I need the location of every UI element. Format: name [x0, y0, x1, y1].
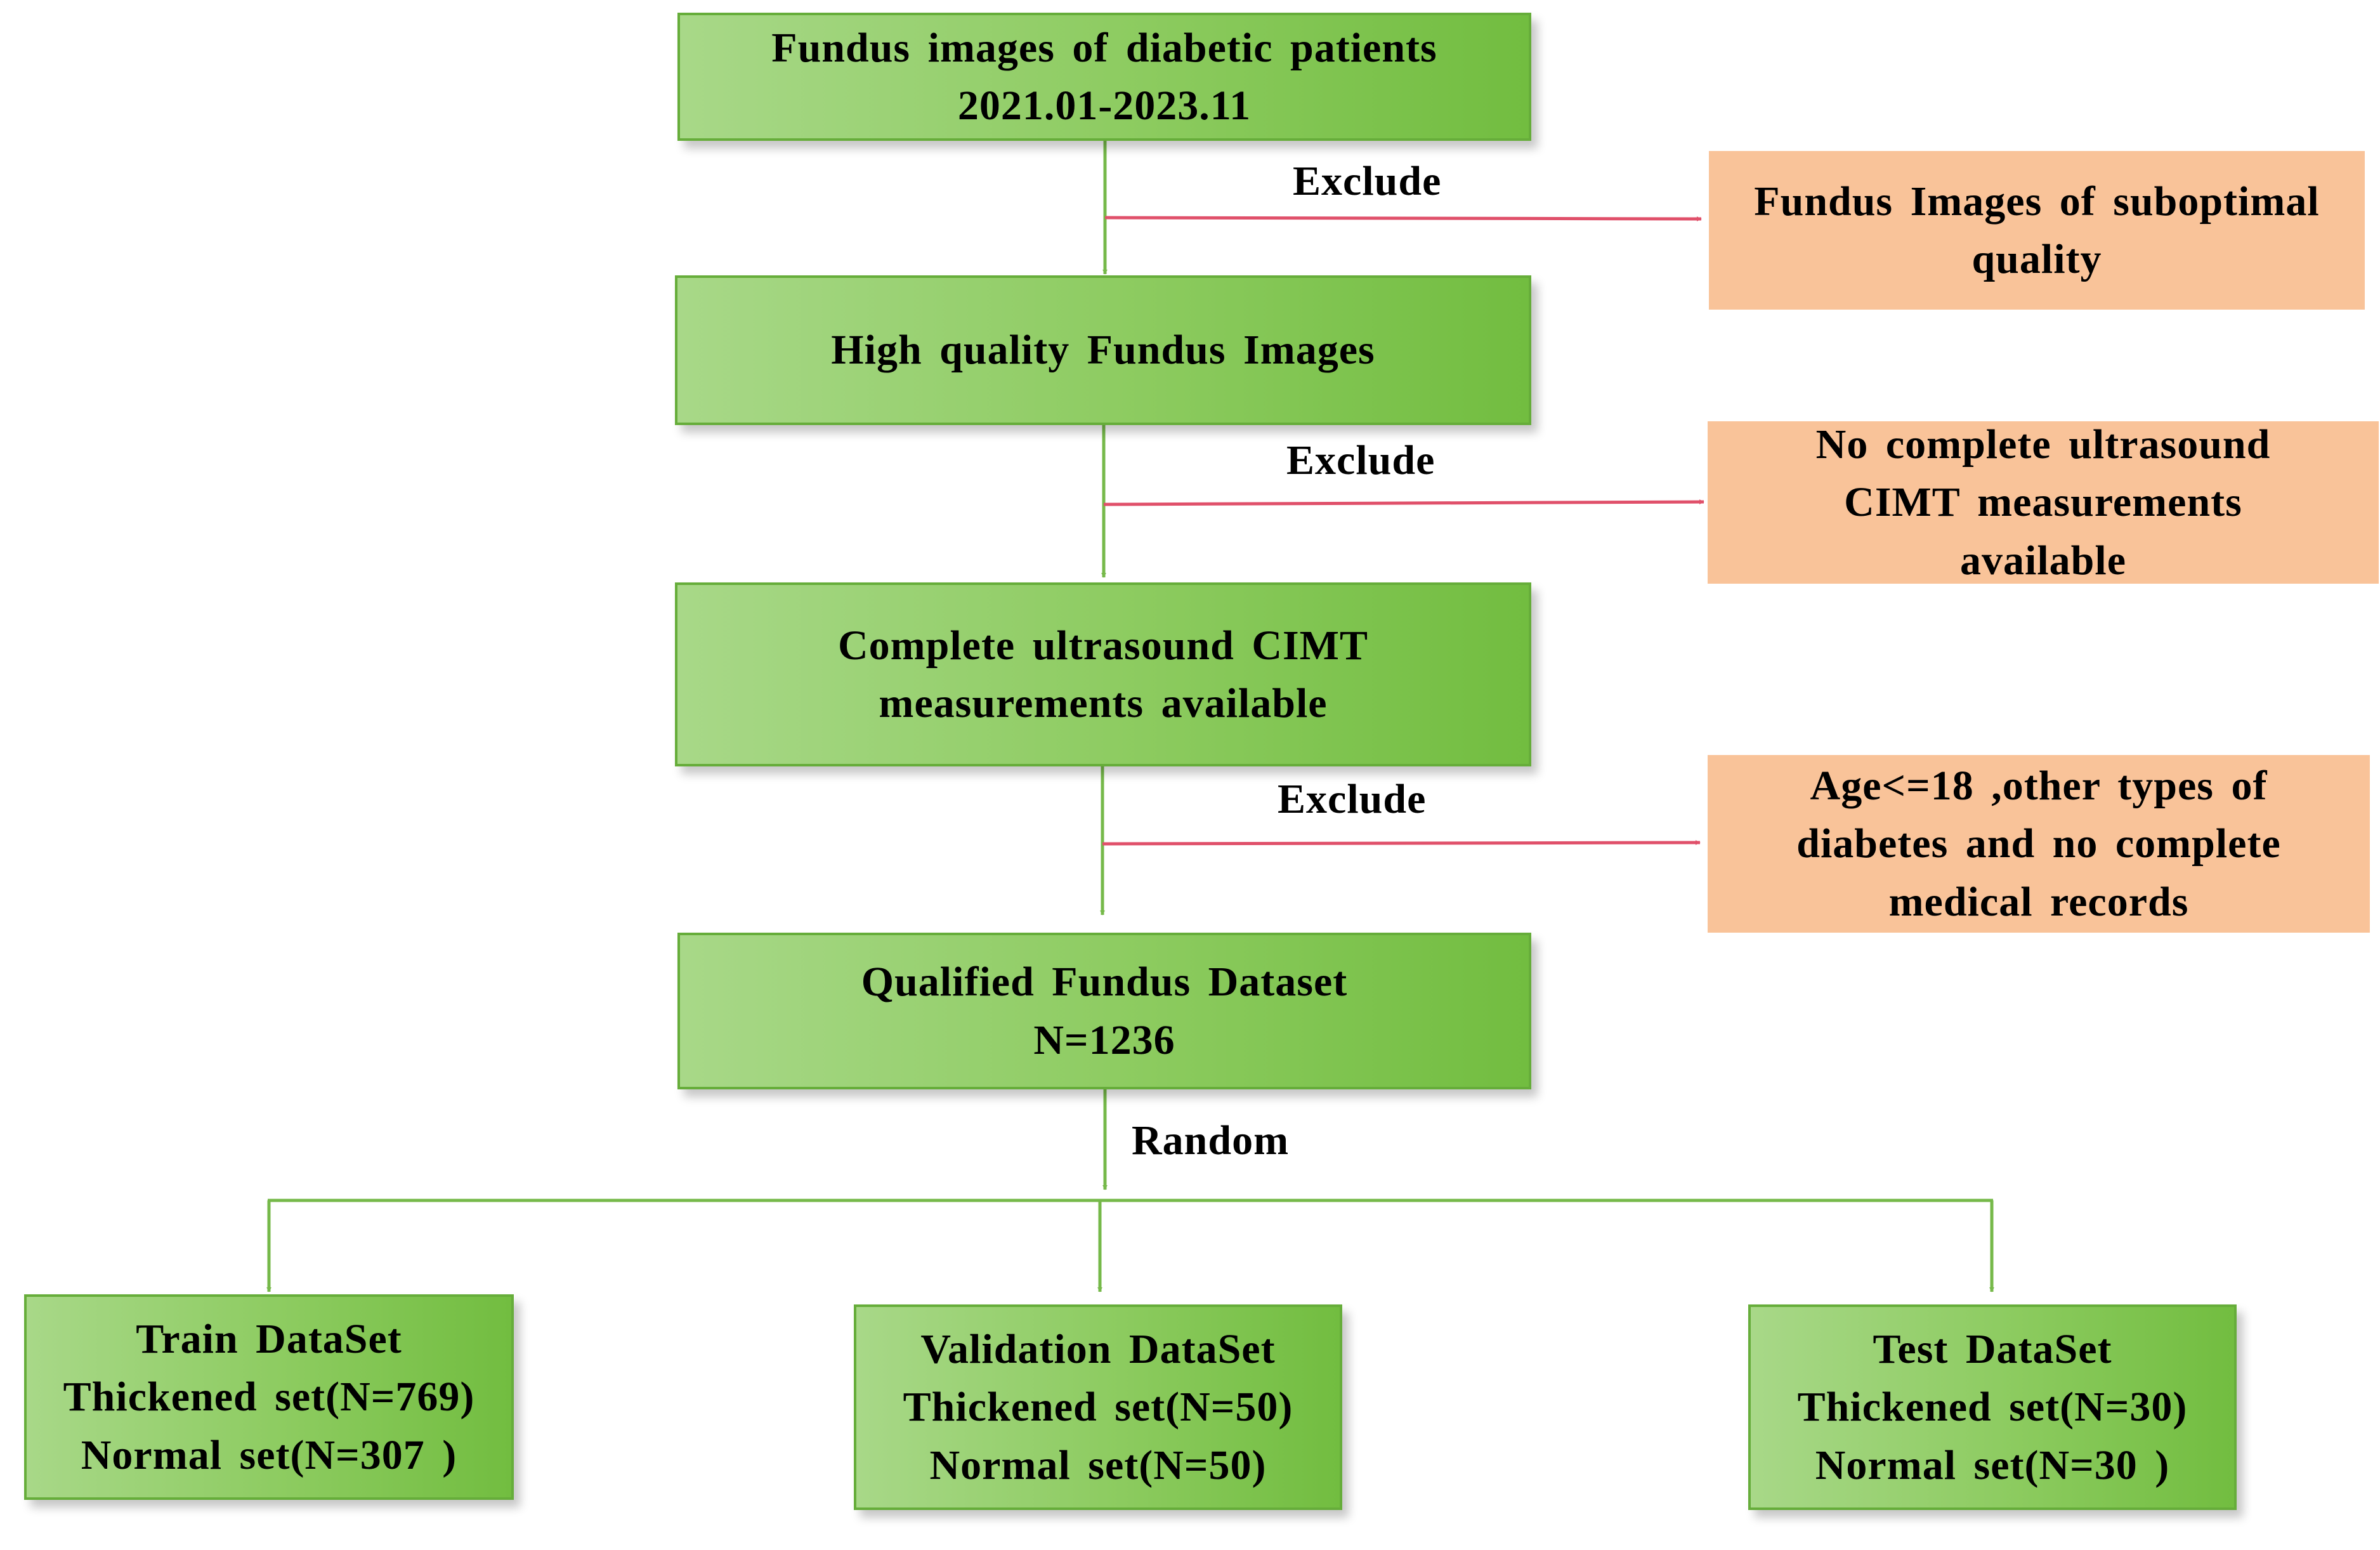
suboptimal-line-2: quality	[1971, 236, 2102, 282]
high-quality-box: High quality Fundus Images	[675, 275, 1531, 425]
age-other-line-1: Age<=18 ,other types of	[1810, 763, 2268, 810]
exclude-label-1: Exclude	[1293, 158, 1442, 204]
cimt-available-line-2: measurements available	[879, 680, 1328, 726]
test-line-1: Test DataSet	[1873, 1326, 2112, 1373]
validation-line-1: Validation DataSet	[920, 1326, 1276, 1373]
random-label: Random	[1132, 1117, 1290, 1164]
train-line-2: Thickened set(N=769)	[63, 1374, 475, 1421]
test-dataset-box: Test DataSet Thickened set(N=30) Normal …	[1748, 1304, 2237, 1510]
cimt-available-box: Complete ultrasound CIMT measurements av…	[675, 582, 1531, 766]
exclude-arrow-1	[1104, 216, 1702, 221]
validation-line-2: Thickened set(N=50)	[903, 1384, 1293, 1431]
test-line-3: Normal set(N=30 )	[1815, 1442, 2170, 1488]
exclude-label-3: Exclude	[1278, 776, 1427, 822]
train-dataset-box: Train DataSet Thickened set(N=769) Norma…	[24, 1294, 514, 1500]
no-cimt-line-3: available	[1959, 537, 2126, 584]
exclusion-suboptimal-box: Fundus Images of suboptimal quality	[1709, 151, 2365, 310]
qualified-line-1: Qualified Fundus Dataset	[861, 959, 1348, 1006]
age-other-line-2: diabetes and no complete	[1796, 820, 2281, 867]
exclude-arrow-3	[1102, 840, 1701, 846]
qualified-dataset-box: Qualified Fundus Dataset N=1236	[677, 933, 1531, 1089]
cimt-available-line-1: Complete ultrasound CIMT	[837, 622, 1369, 669]
source-line-2: 2021.01-2023.11	[957, 82, 1252, 129]
no-cimt-line-2: CIMT measurements	[1844, 479, 2242, 526]
age-other-line-3: medical records	[1888, 878, 2189, 925]
exclusion-age-other-box: Age<=18 ,other types of diabetes and no …	[1708, 755, 2370, 933]
validation-dataset-box: Validation DataSet Thickened set(N=50) N…	[854, 1304, 1342, 1510]
exclude-arrow-2	[1103, 499, 1704, 506]
high-quality-line-1: High quality Fundus Images	[831, 327, 1375, 374]
validation-line-3: Normal set(N=50)	[929, 1442, 1267, 1488]
train-line-3: Normal set(N=307 )	[81, 1431, 457, 1478]
qualified-line-2: N=1236	[1033, 1016, 1175, 1063]
source-line-1: Fundus images of diabetic patients	[771, 24, 1437, 71]
no-cimt-line-1: No complete ultrasound	[1815, 421, 2271, 468]
test-line-2: Thickened set(N=30)	[1797, 1384, 2188, 1431]
source-box: Fundus images of diabetic patients 2021.…	[677, 13, 1531, 141]
suboptimal-line-1: Fundus Images of suboptimal	[1754, 178, 2320, 225]
exclude-label-2: Exclude	[1286, 437, 1435, 483]
train-line-1: Train DataSet	[136, 1316, 402, 1363]
exclusion-no-cimt-box: No complete ultrasound CIMT measurements…	[1708, 421, 2379, 584]
